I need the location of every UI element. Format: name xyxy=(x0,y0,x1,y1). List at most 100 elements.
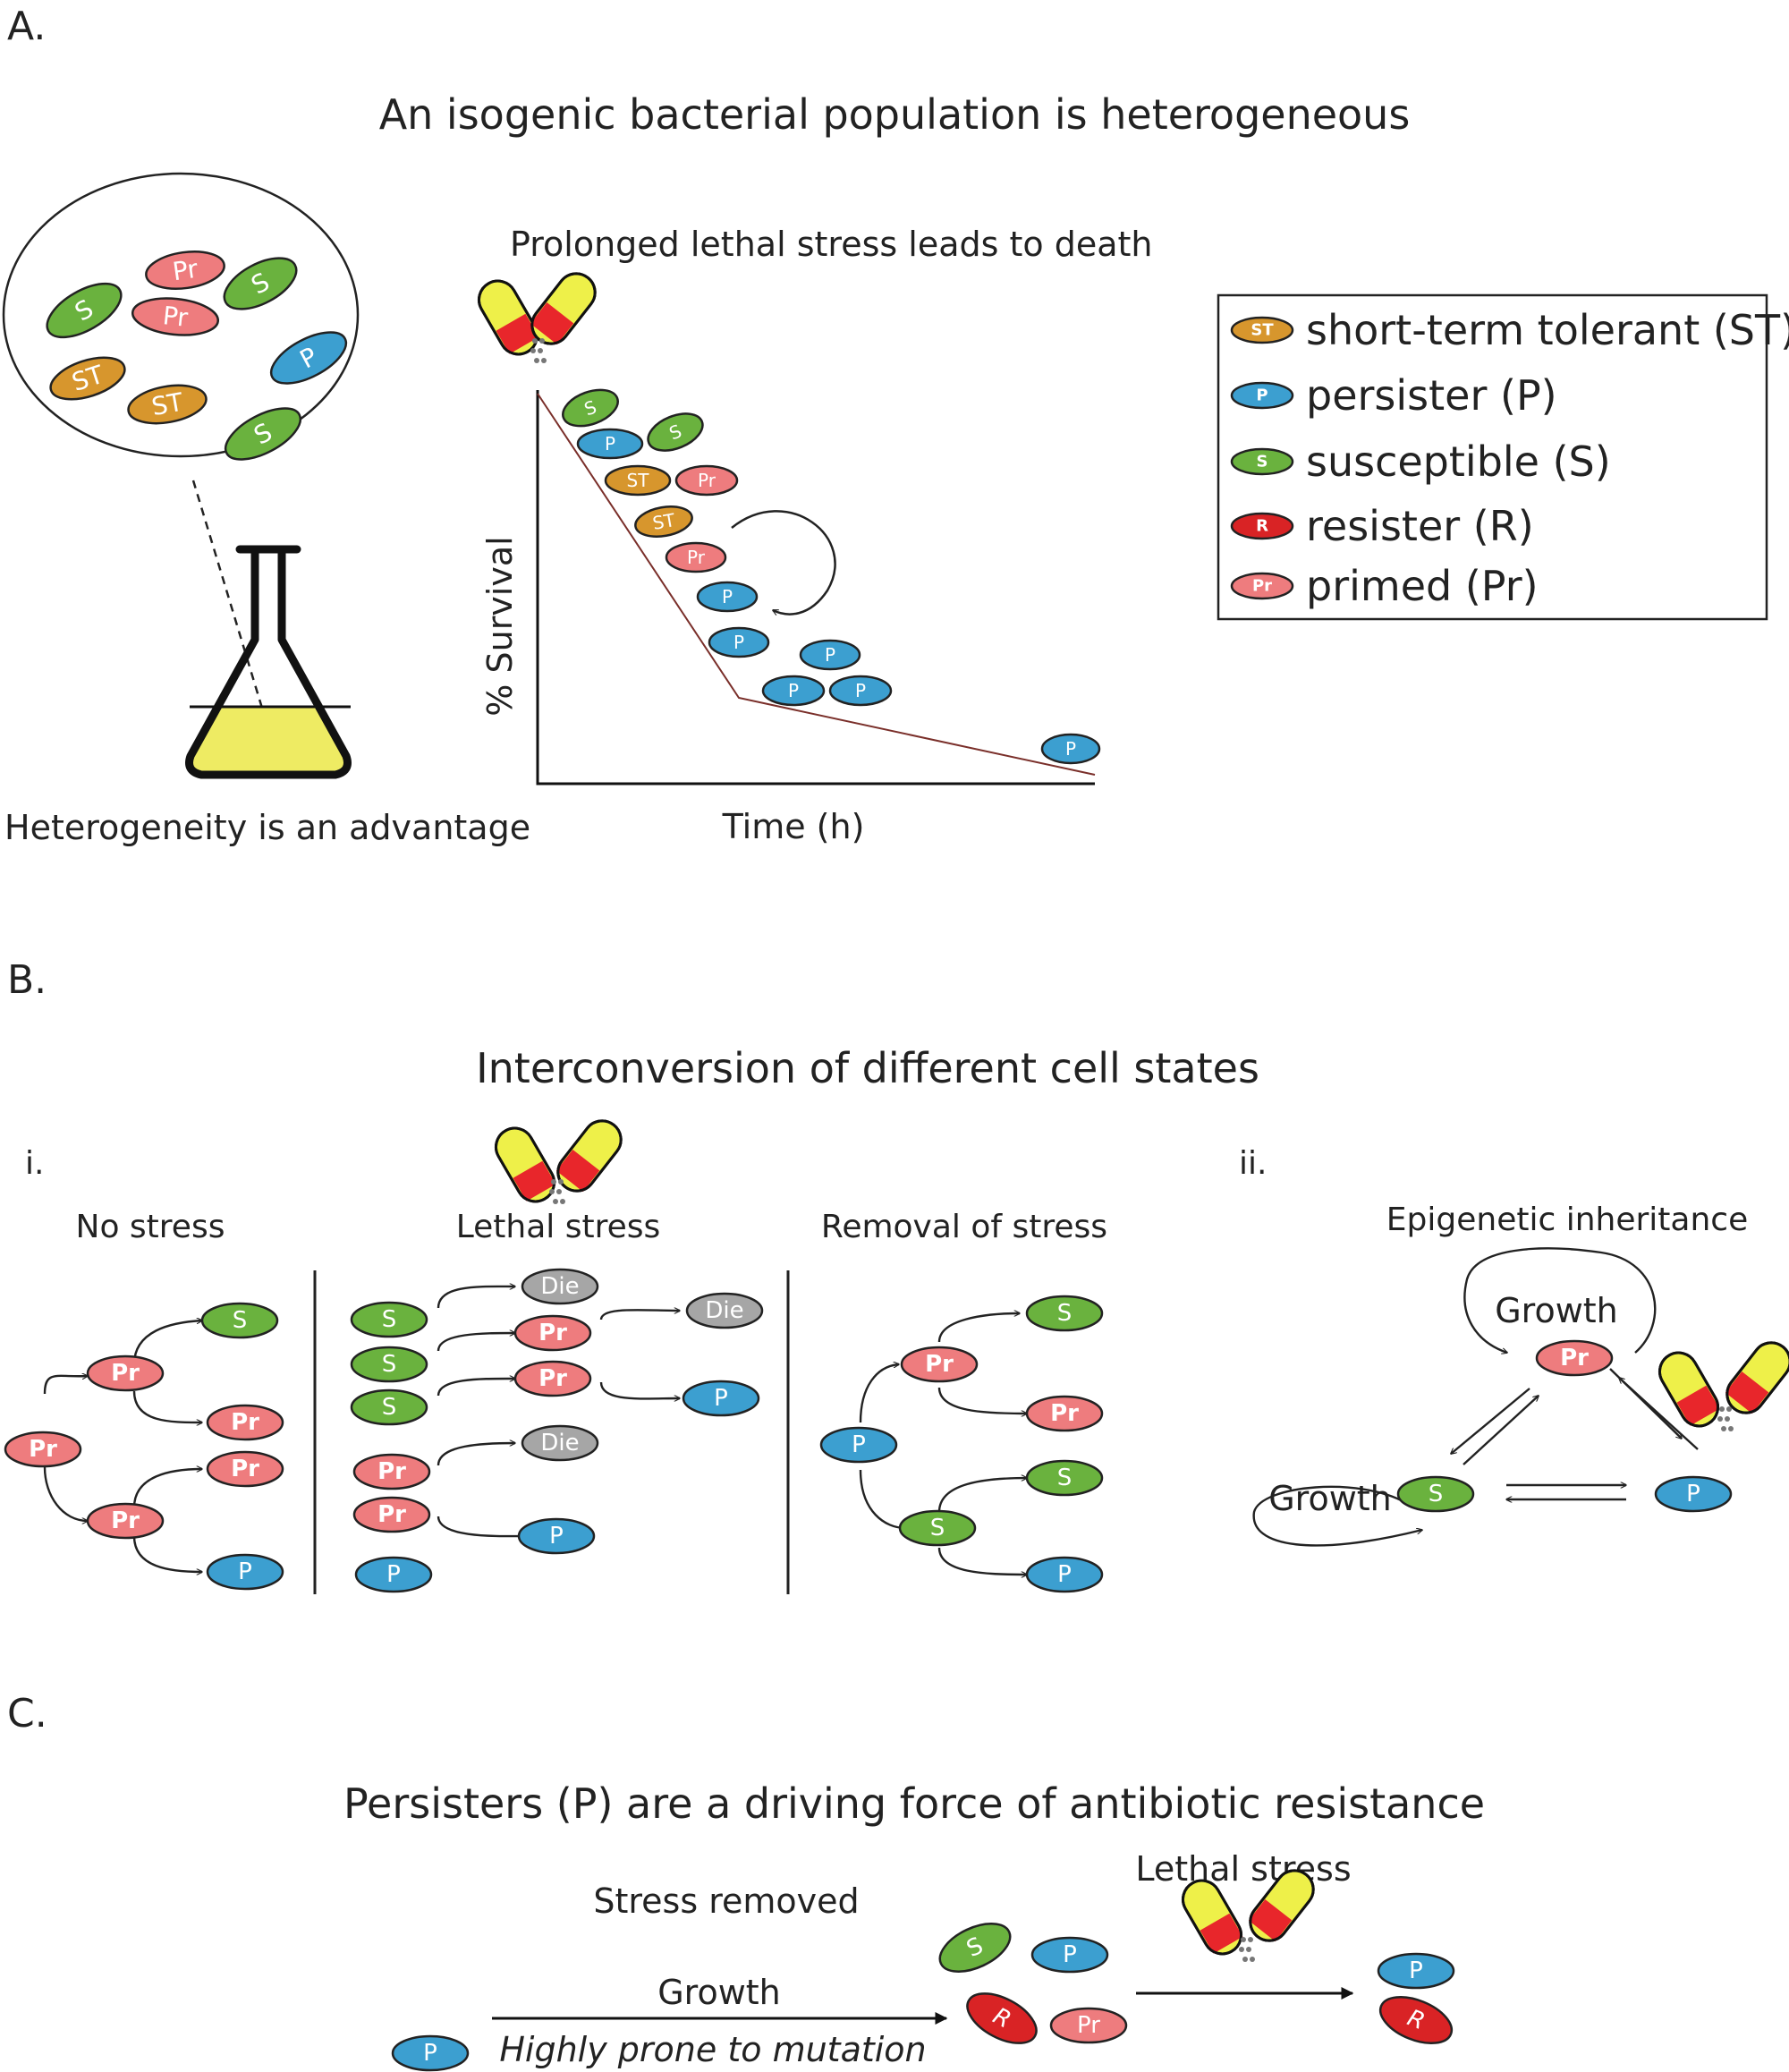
cell-label: Die xyxy=(540,1273,579,1300)
cell-label: Pr xyxy=(1077,2012,1100,2039)
x-axis-label: Time (h) xyxy=(722,807,865,846)
cell-label: Pr xyxy=(377,1501,406,1528)
legend-label: short-term tolerant (ST) xyxy=(1306,306,1789,354)
cell-label: Pr xyxy=(29,1436,57,1463)
y-axis-label: % Survival xyxy=(480,536,520,716)
cell-p: P xyxy=(576,428,644,460)
cell-pr: Pr xyxy=(513,1360,592,1397)
cell-pr: Pr xyxy=(1025,1395,1104,1432)
cell-label: P xyxy=(1686,1481,1700,1507)
cell-label: P xyxy=(825,644,835,666)
loop-arrow xyxy=(731,510,836,614)
panel-c-letter: C. xyxy=(7,1691,47,1737)
cell-p: P xyxy=(799,639,861,671)
cell-label: Pr xyxy=(698,470,716,491)
cell-label: Die xyxy=(540,1430,579,1456)
cell-s: S xyxy=(224,407,302,461)
antibiotic-capsule-icon-b xyxy=(488,1111,631,1210)
cell-s: S xyxy=(647,412,704,452)
cell-st: ST xyxy=(634,505,693,538)
antibiotic-capsule-icon-c xyxy=(1174,1861,1323,1963)
cell-p: P xyxy=(1377,1952,1455,1990)
flask-icon xyxy=(185,545,352,779)
antibiotic-capsule-icon-b-ii xyxy=(1651,1333,1789,1435)
legend-label: susceptible (S) xyxy=(1306,437,1611,486)
cell-pr: Pr xyxy=(674,464,739,497)
growth-label-c: Growth xyxy=(657,1973,781,2012)
cell-label: Pr xyxy=(161,301,190,333)
cell-pr: Pr xyxy=(665,541,727,573)
cell-label: P xyxy=(605,433,615,454)
cell-pr: Pr xyxy=(145,251,225,290)
flask-caption: Heterogeneity is an advantage xyxy=(4,808,530,847)
cell-s: S xyxy=(1230,447,1294,476)
cell-s: S xyxy=(1025,1295,1104,1332)
cell-p: P xyxy=(391,2034,470,2072)
cell-label: P xyxy=(1065,738,1076,760)
cell-label: ST xyxy=(627,470,650,491)
cell-s: S xyxy=(46,282,123,339)
no-stress-label: No stress xyxy=(76,1209,225,1245)
cell-label: S xyxy=(1257,453,1268,471)
cell-label: Pr xyxy=(925,1351,954,1378)
lethal-stress-label: Lethal stress xyxy=(456,1209,661,1245)
cell-s: S xyxy=(200,1302,279,1339)
growth-label-top: Growth xyxy=(1495,1291,1618,1330)
cell-p: P xyxy=(1030,1936,1109,1974)
graph-title: Prolonged lethal stress leads to death xyxy=(510,225,1152,264)
cell-r: R xyxy=(1378,1995,1454,2045)
cell-p: P xyxy=(708,626,770,658)
cell-pr: Pr xyxy=(513,1314,592,1352)
cell-s: S xyxy=(350,1346,428,1383)
cell-pr: Pr xyxy=(1535,1339,1614,1377)
survival-curve xyxy=(537,393,1096,776)
cell-pr: Pr xyxy=(1049,2007,1128,2044)
cell-label: S xyxy=(930,1515,945,1541)
panel-a-title: An isogenic bacterial population is hete… xyxy=(379,90,1411,139)
legend-label: persister (P) xyxy=(1306,371,1557,420)
cell-label: P xyxy=(549,1523,564,1550)
cell-p: P xyxy=(819,1426,898,1464)
cell-label: ST xyxy=(1251,321,1274,340)
cell-p: P xyxy=(517,1517,596,1555)
cell-r: R xyxy=(1230,512,1294,540)
cell-p: P xyxy=(206,1553,284,1591)
lineage-arrows xyxy=(43,1247,1699,1575)
stress-removed-label: Stress removed xyxy=(593,1881,859,1921)
cell-label: S xyxy=(1057,1465,1073,1491)
legend-label: resister (R) xyxy=(1306,502,1534,550)
cell-label: Pr xyxy=(111,1360,140,1387)
cell-label: Pr xyxy=(1560,1345,1589,1371)
epigenetic-label: Epigenetic inheritance xyxy=(1386,1202,1748,1238)
cell-label: P xyxy=(733,632,744,653)
cell-p: P xyxy=(354,1556,433,1593)
cell-s: S xyxy=(1396,1475,1475,1513)
cell-label: S xyxy=(382,1306,397,1333)
panel-b-title: Interconversion of different cell states xyxy=(476,1044,1259,1092)
legend-label: primed (Pr) xyxy=(1306,562,1539,610)
cell-label: P xyxy=(238,1558,252,1585)
cell-s: S xyxy=(938,1923,1012,1973)
cell-label: Pr xyxy=(1050,1400,1079,1427)
cell-p: P xyxy=(696,581,759,613)
cell-label: P xyxy=(714,1385,728,1412)
cell-p: P xyxy=(682,1380,760,1417)
antibiotic-capsule-icon-a xyxy=(471,264,605,363)
cell-pr: Pr xyxy=(4,1431,82,1468)
cell-pr: Pr xyxy=(1230,572,1294,600)
cell-p: P xyxy=(1040,733,1101,765)
cell-label: P xyxy=(722,586,733,607)
cell-die: Die xyxy=(521,1268,599,1305)
panel-a-letter: A. xyxy=(7,4,46,49)
cell-s: S xyxy=(562,388,619,428)
panel-b-cells: PrPrPrSPrPrPSSSPrPrPDiePrPrDiePDiePPPrSS… xyxy=(4,1268,1733,1593)
cell-label: Pr xyxy=(231,1456,259,1482)
panel-b-sub-ii: ii. xyxy=(1239,1145,1267,1182)
panel-b-letter: B. xyxy=(7,957,47,1003)
cell-label: P xyxy=(855,680,866,701)
cell-label: P xyxy=(1256,386,1268,405)
cell-pr: Pr xyxy=(352,1453,431,1490)
cell-die: Die xyxy=(685,1292,764,1329)
cell-label: ST xyxy=(651,509,677,534)
